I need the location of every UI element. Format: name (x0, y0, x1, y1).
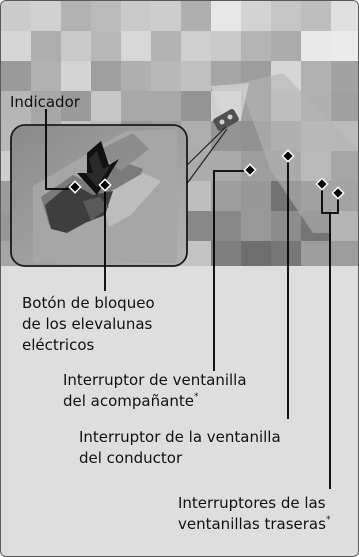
door-panel-photo (1, 1, 358, 274)
lock-button-shape (45, 183, 113, 233)
label-driver-switch: Interruptor de la ventanilla del conduct… (79, 428, 281, 467)
footnote-mark: * (325, 515, 331, 525)
footnote-mark: * (193, 392, 199, 402)
label-lock-button: Botón de bloqueo de los elevalunas eléct… (22, 294, 155, 354)
label-passenger-switch: Interruptor de ventanilla del acompañant… (63, 371, 247, 410)
photo-lock-switch (213, 109, 239, 131)
label-rear-switches: Interruptores de las ventanillas trasera… (178, 494, 331, 533)
switch-panel-highlight (211, 83, 249, 123)
magnified-inset (10, 124, 188, 267)
label-indicador: Indicador (10, 93, 80, 111)
